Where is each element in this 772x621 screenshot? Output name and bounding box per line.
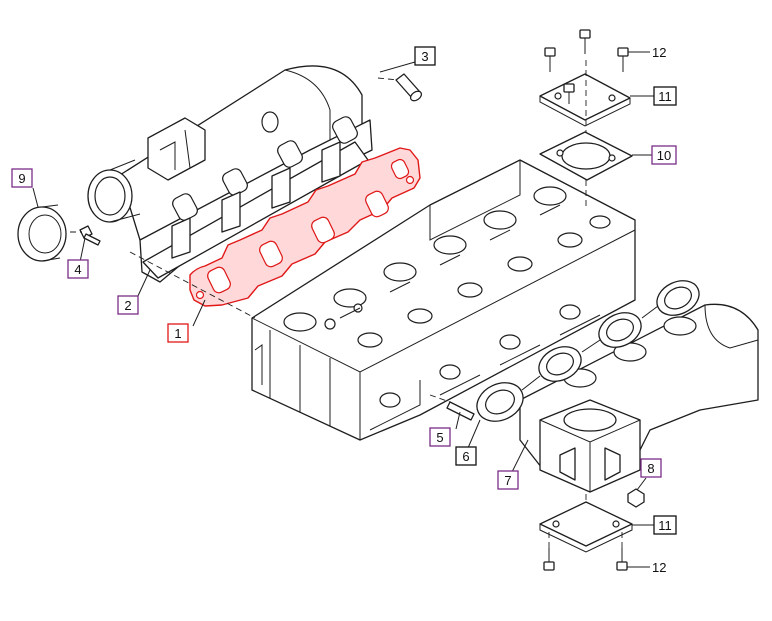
- svg-text:3: 3: [421, 49, 428, 64]
- exhaust-manifold: [519, 303, 759, 493]
- callout-1: 1: [167, 323, 189, 343]
- callout-10: 10: [651, 145, 677, 165]
- svg-text:9: 9: [18, 171, 25, 186]
- svg-text:4: 4: [74, 262, 81, 277]
- svg-text:1: 1: [174, 326, 181, 341]
- assembly-lines: [70, 60, 623, 548]
- bolts-12-bottom: [543, 548, 628, 571]
- callout-5: 5: [429, 427, 451, 447]
- callout-4: 4: [67, 259, 89, 279]
- svg-text:10: 10: [657, 148, 671, 163]
- svg-text:6: 6: [462, 449, 469, 464]
- svg-text:11: 11: [658, 89, 672, 104]
- callout-11-bottom: 11: [653, 515, 677, 535]
- svg-text:2: 2: [124, 298, 131, 313]
- svg-text:11: 11: [658, 518, 672, 533]
- cover-plate-11-top: [539, 73, 631, 127]
- gasket-10: [539, 131, 633, 181]
- cover-plate-11-bottom: [539, 501, 633, 553]
- callout-2: 2: [117, 295, 139, 315]
- svg-text:7: 7: [504, 473, 511, 488]
- callout-3: 3: [414, 46, 436, 66]
- exhaust-gasket-6: [476, 280, 700, 422]
- svg-text:12: 12: [652, 45, 666, 60]
- callout-12-top: 12: [652, 45, 666, 60]
- sleeve-3: [395, 73, 423, 102]
- nut-8: [627, 488, 645, 508]
- callout-7: 7: [497, 470, 519, 490]
- leader-lines: [32, 51, 654, 568]
- svg-text:12: 12: [652, 560, 666, 575]
- stud-5: [446, 401, 475, 421]
- callout-9: 9: [11, 168, 33, 188]
- bolts-12-top: [544, 29, 629, 104]
- callout-11-top: 11: [653, 86, 677, 106]
- callout-12-bottom: 12: [652, 560, 666, 575]
- callouts: 1 2 3 4 5 6 7 8: [11, 45, 677, 575]
- svg-text:5: 5: [436, 430, 443, 445]
- svg-text:8: 8: [647, 461, 654, 476]
- gasket-1-highlighted: [189, 147, 421, 307]
- cylinder-head: [251, 159, 636, 441]
- cap-9: [17, 204, 67, 262]
- callout-8: 8: [640, 458, 662, 478]
- callout-6: 6: [455, 446, 477, 466]
- bolt-4: [79, 225, 101, 246]
